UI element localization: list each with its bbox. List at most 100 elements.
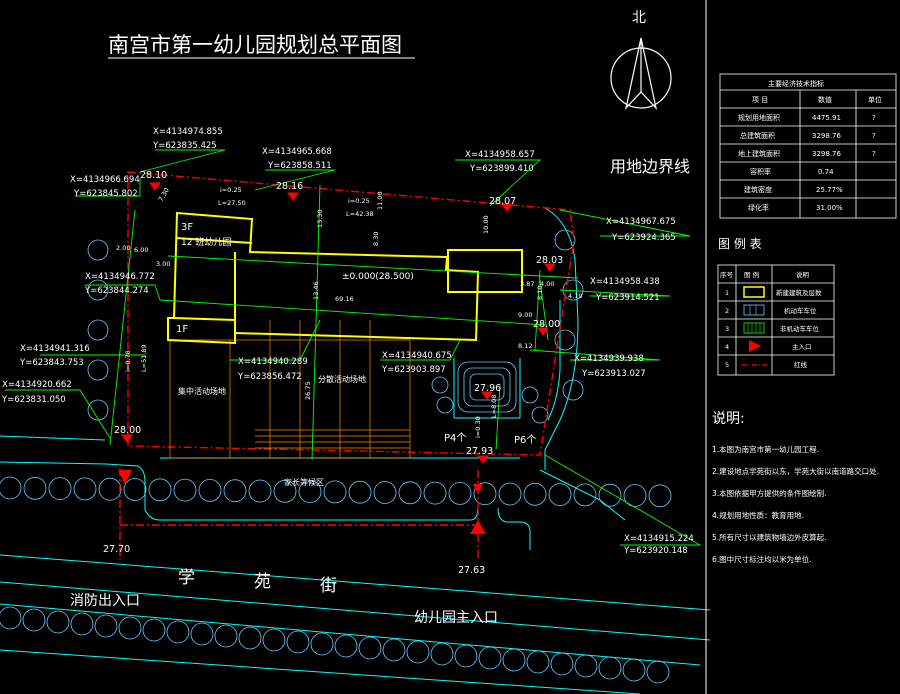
elev-5: 28.00 — [533, 319, 560, 330]
dim-len-3: L=51.89 — [140, 344, 148, 372]
econ-r2-unit: ? — [872, 132, 876, 140]
tree-icon — [142, 618, 166, 642]
tree-icon — [214, 624, 238, 648]
tree-icon — [562, 379, 584, 401]
legend-title: 图 例 表 — [718, 237, 762, 251]
coord-4-x: X=4134966.694 — [70, 175, 140, 185]
label-3f: 3F — [181, 222, 193, 233]
tree-icon — [87, 399, 109, 421]
north-label: 北 — [632, 10, 646, 26]
tree-icon — [523, 482, 547, 506]
tree-icon — [554, 229, 576, 251]
elevation-labels: 28.10 28.16 28.07 28.03 28.00 27.96 28.0… — [103, 170, 563, 576]
tree-icon — [598, 483, 622, 507]
label-ground-level: ±0.000(28.500) — [342, 272, 414, 282]
tree-icon — [48, 477, 72, 501]
legend-table — [717, 264, 835, 376]
dim-len-1: L=27.50 — [218, 199, 246, 207]
tree-icon — [118, 616, 142, 640]
legend-5-num: 5 — [725, 361, 729, 369]
coord-8-x: X=4134941.316 — [20, 344, 90, 354]
tree-icon — [623, 484, 647, 507]
legend-symbols — [742, 286, 768, 366]
tree-icon — [46, 610, 70, 634]
site-boundary — [119, 171, 575, 560]
tree-icon — [223, 479, 247, 503]
note-4: 4.规划用地性质：教育用地. — [712, 510, 804, 520]
legend-bike-icon — [743, 322, 765, 334]
tree-icon — [198, 478, 222, 502]
legend-4-desc: 主入口 — [792, 342, 812, 351]
tree-icon — [238, 626, 262, 650]
coord-10-x: X=4134940.675 — [382, 351, 452, 361]
dim-3-87: 3.87 — [520, 280, 534, 288]
tree-icon — [323, 480, 347, 504]
elev-6: 27.96 — [474, 383, 501, 394]
tree-icon — [521, 386, 539, 404]
dim-8-12: 8.12 — [518, 342, 532, 350]
dim-8-10: 8.10 — [536, 286, 544, 300]
tree-icon — [598, 656, 622, 680]
tree-icon — [473, 482, 497, 506]
dim-26-75: 26.75 — [304, 381, 312, 400]
econ-header-unit: 单位 — [868, 95, 882, 104]
coord-7-y: Y=623914.521 — [595, 293, 660, 303]
economic-indicators-table — [719, 73, 897, 219]
tree-icon — [548, 483, 572, 507]
coord-3-x: X=4134958.657 — [465, 150, 535, 160]
tree-icon — [310, 632, 334, 656]
tree-icon — [550, 652, 574, 676]
coord-1-y: Y=623835.425 — [152, 141, 217, 151]
elev-7: 28.00 — [114, 425, 141, 436]
econ-title: 主要经济技术指标 — [768, 79, 824, 88]
econ-r3-val: 3298.76 — [812, 150, 841, 158]
tree-icon — [454, 644, 478, 668]
legend-1-desc: 新建建筑及层数 — [776, 288, 822, 297]
notes-list: 1.本图为南宫市第一幼儿园工程. 2.建设地点学苑街以东，学苑大街以南道路交口处… — [712, 444, 879, 564]
dim-10-00: 10.00 — [482, 215, 490, 234]
label-p6: P6个 — [514, 434, 536, 446]
dim-slope-4: i=0.30 — [474, 416, 482, 438]
note-3: 3.本图依据甲方提供的条件图绘制. — [712, 488, 827, 498]
dim-slope-1: i=0.25 — [220, 186, 242, 194]
tree-icon — [123, 478, 147, 501]
coord-3-y: Y=623899.410 — [469, 164, 534, 174]
legend-1-num: 1 — [725, 289, 729, 297]
econ-r4-name: 容积率 — [750, 167, 771, 176]
coord-10-y: Y=623903.897 — [381, 365, 446, 375]
legend-2-desc: 机动车车位 — [784, 306, 817, 315]
coord-5-x: X=4134967.675 — [606, 217, 676, 227]
coord-11-x: X=4134939.938 — [574, 354, 644, 364]
coord-5-y: Y=623924.365 — [611, 233, 676, 243]
tree-icon — [286, 630, 310, 654]
street-char-3: 街 — [320, 576, 337, 596]
note-1: 1.本图为南宫市第一幼儿园工程. — [712, 444, 819, 454]
dim-9-00: 9.00 — [518, 311, 532, 319]
tree-icon — [94, 614, 118, 638]
elev-9: 27.70 — [103, 544, 130, 555]
dim-4-00: 4.00 — [540, 280, 554, 288]
roads — [0, 207, 711, 694]
coord-2-x: X=4134965.668 — [262, 147, 332, 157]
tree-icon — [502, 648, 526, 672]
elev-2: 28.16 — [276, 181, 303, 192]
tree-icon — [23, 476, 47, 500]
coordinate-labels: X=4134974.855 Y=623835.425 X=4134965.668… — [1, 127, 694, 556]
vegetation — [0, 229, 672, 684]
entrance-arrows — [118, 470, 486, 534]
drawing-title: 南宫市第一幼儿园规划总平面图 — [108, 33, 402, 57]
street-char-2: 苑 — [254, 572, 271, 592]
label-parents-area: 家长等候区 — [284, 477, 324, 487]
tree-icon — [273, 479, 297, 503]
tree-icon — [166, 620, 190, 644]
elev-3: 28.07 — [489, 196, 516, 207]
tree-icon — [648, 484, 672, 508]
tree-icon — [436, 396, 454, 414]
dim-3-00: 3.00 — [156, 260, 170, 268]
entrance-ramp — [457, 361, 517, 413]
legend-4-num: 4 — [725, 343, 729, 351]
legend-entrance-icon — [749, 340, 761, 352]
econ-r6-name: 绿化率 — [748, 203, 769, 212]
note-5: 5.所有尺寸以建筑物墙边外皮算起. — [712, 532, 827, 542]
